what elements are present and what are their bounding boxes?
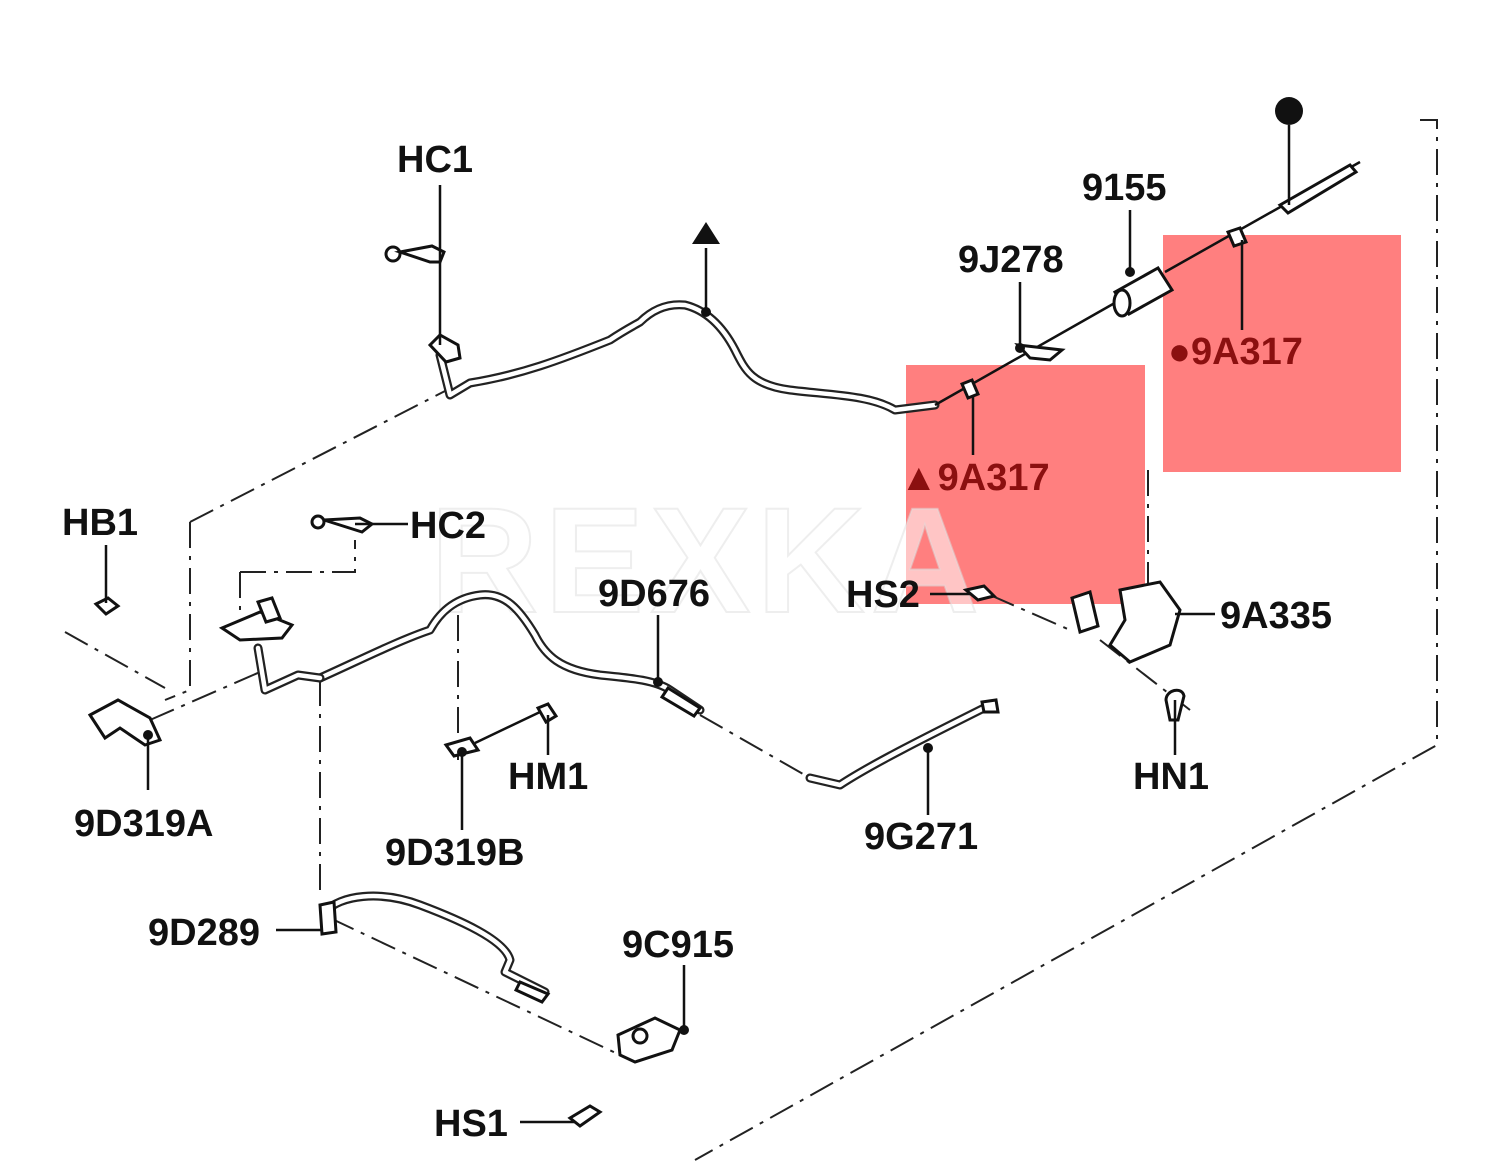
9d289-fuel-line [320, 891, 550, 997]
fitting-dot [701, 307, 711, 317]
watermark: REXKA [430, 476, 985, 644]
label-hc2: HC2 [410, 505, 486, 547]
circle-marker [1275, 97, 1303, 125]
upper-fuel-line [427, 160, 1361, 415]
label-hn1: HN1 [1133, 756, 1209, 798]
label-9c915: 9C915 [622, 924, 734, 966]
label-hc1: HC1 [397, 139, 473, 181]
label-9g271: 9G271 [864, 816, 978, 858]
leader-lines [104, 125, 1291, 1124]
label-9j278: 9J278 [958, 239, 1064, 281]
label-9d319b: 9D319B [385, 832, 524, 874]
bracket-9a335-left [1070, 590, 1100, 634]
fitting-dot [143, 730, 153, 740]
fitting-dot [1125, 267, 1135, 277]
highlight-box-9a317-upper [1163, 235, 1401, 472]
clip-hm1 [535, 702, 559, 725]
fitting-dot [653, 677, 663, 687]
bracket-9a335 [1108, 580, 1182, 664]
highlight-box-9a317-lower [906, 365, 1145, 604]
screw-hs2 [962, 584, 997, 602]
bolt-hb1 [93, 596, 121, 616]
screw-hs1 [567, 1104, 603, 1128]
fitting-9d676 [659, 685, 703, 718]
fitting-9d289 [318, 900, 338, 936]
label-9a317-triangle: ▲9A317 [900, 457, 1050, 499]
bracket-9d319a [87, 698, 163, 747]
label-9d289: 9D289 [148, 912, 260, 954]
clip-hc1 [384, 244, 446, 264]
label-9d676: 9D676 [598, 573, 710, 615]
label-9a335: 9A335 [1220, 595, 1332, 637]
parts [87, 226, 1249, 1128]
clip-hc2 [310, 514, 375, 534]
fitting-dot [679, 1025, 689, 1035]
triangle-marker [692, 222, 720, 244]
part-labels: HC1 HC2 HB1 9155 9J278 ●9A317 ▲9A317 9D6… [62, 139, 1332, 1145]
label-hb1: HB1 [62, 502, 138, 544]
valve-9c915 [616, 1016, 682, 1064]
label-hs1: HS1 [434, 1103, 508, 1145]
fitting-9d289-end [513, 980, 551, 1004]
label-hm1: HM1 [508, 756, 588, 798]
fitting-9g271 [980, 698, 1000, 714]
label-9155: 9155 [1082, 167, 1167, 209]
fitting-dot [923, 743, 933, 753]
fitting-dot [1015, 343, 1025, 353]
label-9a317-circle: ●9A317 [1168, 331, 1303, 373]
assembly-outline [64, 119, 1438, 1161]
clip-9a317-lower [960, 378, 980, 400]
circle-symbol: ● [1168, 331, 1191, 373]
bracket-9j278 [1014, 343, 1066, 362]
middle-fuel-line [218, 590, 705, 715]
label-hs2: HS2 [846, 574, 920, 616]
fuel-filter-9155 [1112, 266, 1175, 318]
fitting-dot [457, 747, 467, 757]
label-9d319a: 9D319A [74, 803, 213, 845]
triangle-symbol: ▲ [900, 457, 938, 499]
9g271-fuel-line [805, 700, 995, 790]
